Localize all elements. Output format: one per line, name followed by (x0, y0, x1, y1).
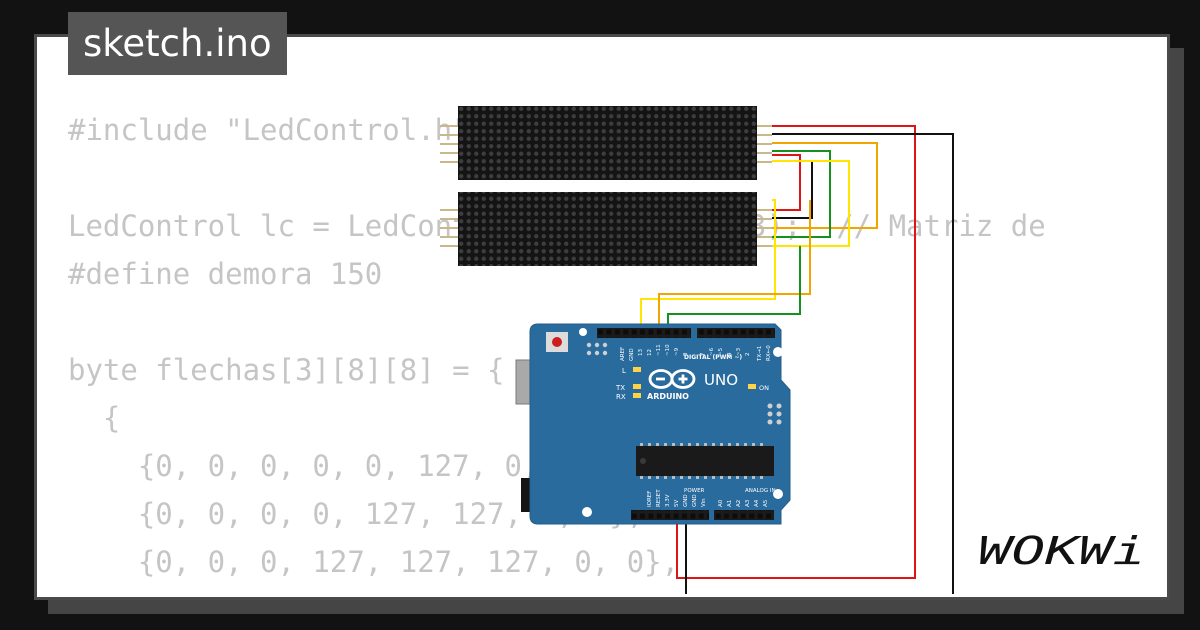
pin-label: ~11 (656, 344, 662, 356)
wire-orange[interactable] (772, 142, 878, 229)
pin-label: 8 (683, 352, 689, 356)
pin-label: RX←0 (766, 345, 772, 361)
pin-label: ~6 (709, 347, 715, 356)
pin-label: IOREF (647, 491, 653, 507)
power-header-label: POWER (684, 488, 705, 494)
code-line: byte flechas[3][8][8] = { (68, 353, 505, 387)
led-matrix-2[interactable] (440, 192, 772, 266)
pin-label: Vin (701, 498, 707, 507)
wire-red-jumper[interactable] (772, 154, 801, 211)
wokwi-logo-text: WOKWi (978, 529, 1146, 573)
wire-yellow[interactable] (640, 199, 776, 332)
wire-green[interactable] (667, 246, 801, 332)
code-line: { (68, 401, 121, 435)
code-line: #define demora 150 (68, 257, 383, 291)
pin-label: A4 (754, 499, 760, 507)
pin-label: 12 (647, 349, 653, 356)
wire-green-jumper[interactable] (772, 150, 831, 238)
pin-label: A1 (727, 500, 733, 507)
pin-label: 3.3V (665, 494, 671, 507)
pin-label: 7 (700, 352, 706, 356)
pin-label: ~5 (718, 347, 724, 356)
pin-label: AREF (620, 347, 626, 361)
pin-label: ~9 (674, 347, 680, 356)
pin-label: GND (683, 494, 689, 507)
wire-black-jumper[interactable] (772, 162, 813, 219)
wire-red[interactable] (676, 125, 916, 579)
code-line: {0, 0, 127, 127, 127, 0, 0, 0}, (68, 586, 1046, 597)
board-top-pin-labels: AREF GND 13 12 ~11 ~10 ~9 8 7 ~6 ~5 4 ~3… (620, 344, 772, 362)
board-model-label: UNO (704, 371, 738, 389)
led-rx-label: RX (616, 393, 626, 401)
pin-label: TX→1 (757, 346, 763, 362)
pin-label: 2 (745, 353, 751, 357)
wire-orange-data[interactable] (658, 200, 811, 332)
analog-header-label: ANALOG IN (745, 488, 776, 494)
pin-label: A2 (736, 500, 742, 507)
pin-label: RESET (656, 489, 662, 507)
code-line: {0, 0, 0, 127, 127, 127, 0, 0}, (68, 545, 680, 579)
pin-label: 4 (727, 352, 733, 356)
led-l-label: L (622, 367, 626, 375)
on-label: ON (759, 384, 769, 392)
board-brand-label: ARDUINO (647, 392, 689, 401)
pin-label: A3 (745, 499, 751, 507)
atmega-chip (636, 446, 774, 476)
status-leds (633, 367, 756, 398)
arduino-uno-board[interactable]: AREF GND 13 12 ~11 ~10 ~9 8 7 ~6 ~5 4 ~3… (515, 323, 791, 525)
pin-label: GND (692, 494, 698, 507)
wire-black[interactable] (772, 133, 954, 600)
digital-pwm-label: DIGITAL (PWM ~) (684, 354, 742, 361)
pin-label: 5V (674, 500, 680, 507)
pin-label: A5 (763, 499, 769, 507)
pin-label: 13 (638, 349, 644, 356)
pin-label: ~10 (665, 344, 671, 356)
pin-label: A0 (718, 499, 724, 507)
arduino-logo-icon (648, 369, 696, 389)
led-tx-label: TX (615, 384, 625, 392)
pin-label: GND (629, 348, 635, 361)
led-matrix-1[interactable] (440, 106, 772, 180)
sketch-tab-title: sketch.ino (68, 12, 287, 75)
code-line: #include "LedControl.h" (68, 113, 470, 147)
pin-label: ~3 (736, 347, 742, 356)
wokwi-logo: WOKWi (978, 529, 1146, 573)
